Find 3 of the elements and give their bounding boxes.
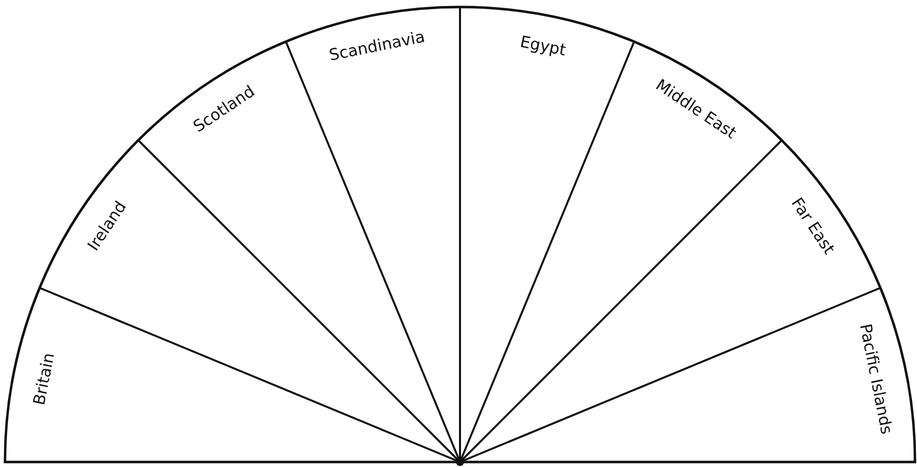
region-label: Pacific Islands [856,322,896,436]
region-label: Britain [30,352,58,407]
region-label: Egypt [518,33,568,60]
